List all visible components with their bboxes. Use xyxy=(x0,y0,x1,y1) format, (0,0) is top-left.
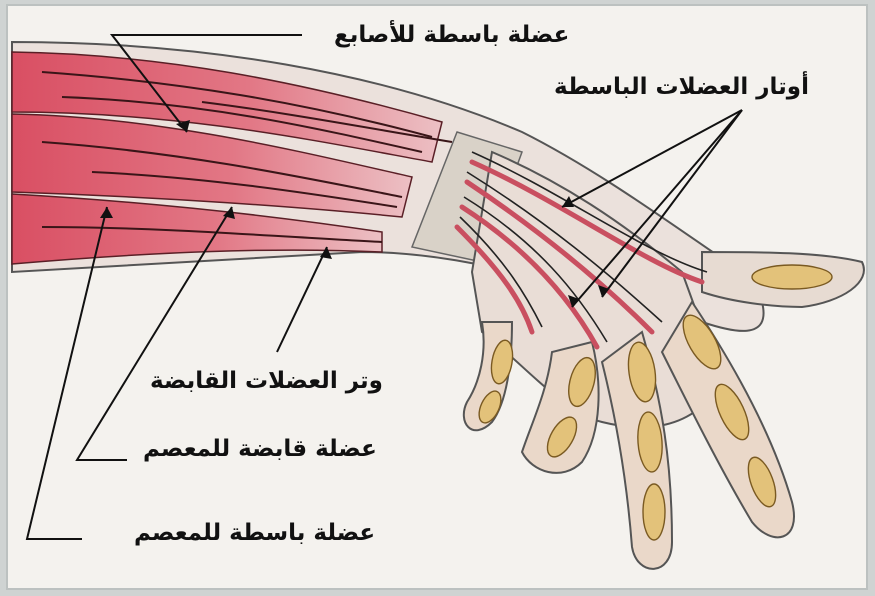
label-wrist-extensor: عضلة باسطة للمعصم xyxy=(134,518,375,548)
pointer-flexor-tendon xyxy=(277,247,327,352)
pointer-tendons-1 xyxy=(562,110,742,207)
illustration-frame: عضلة باسطة للأصابع أوتار العضلات الباسطة… xyxy=(6,4,868,590)
label-extensor-digitorum: عضلة باسطة للأصابع xyxy=(334,20,569,50)
label-extensor-tendons: أوتار العضلات الباسطة xyxy=(554,72,809,102)
label-flexor-tendon: وتر العضلات القابضة xyxy=(150,366,383,396)
label-wrist-flexor: عضلة قابضة للمعصم xyxy=(143,434,377,464)
